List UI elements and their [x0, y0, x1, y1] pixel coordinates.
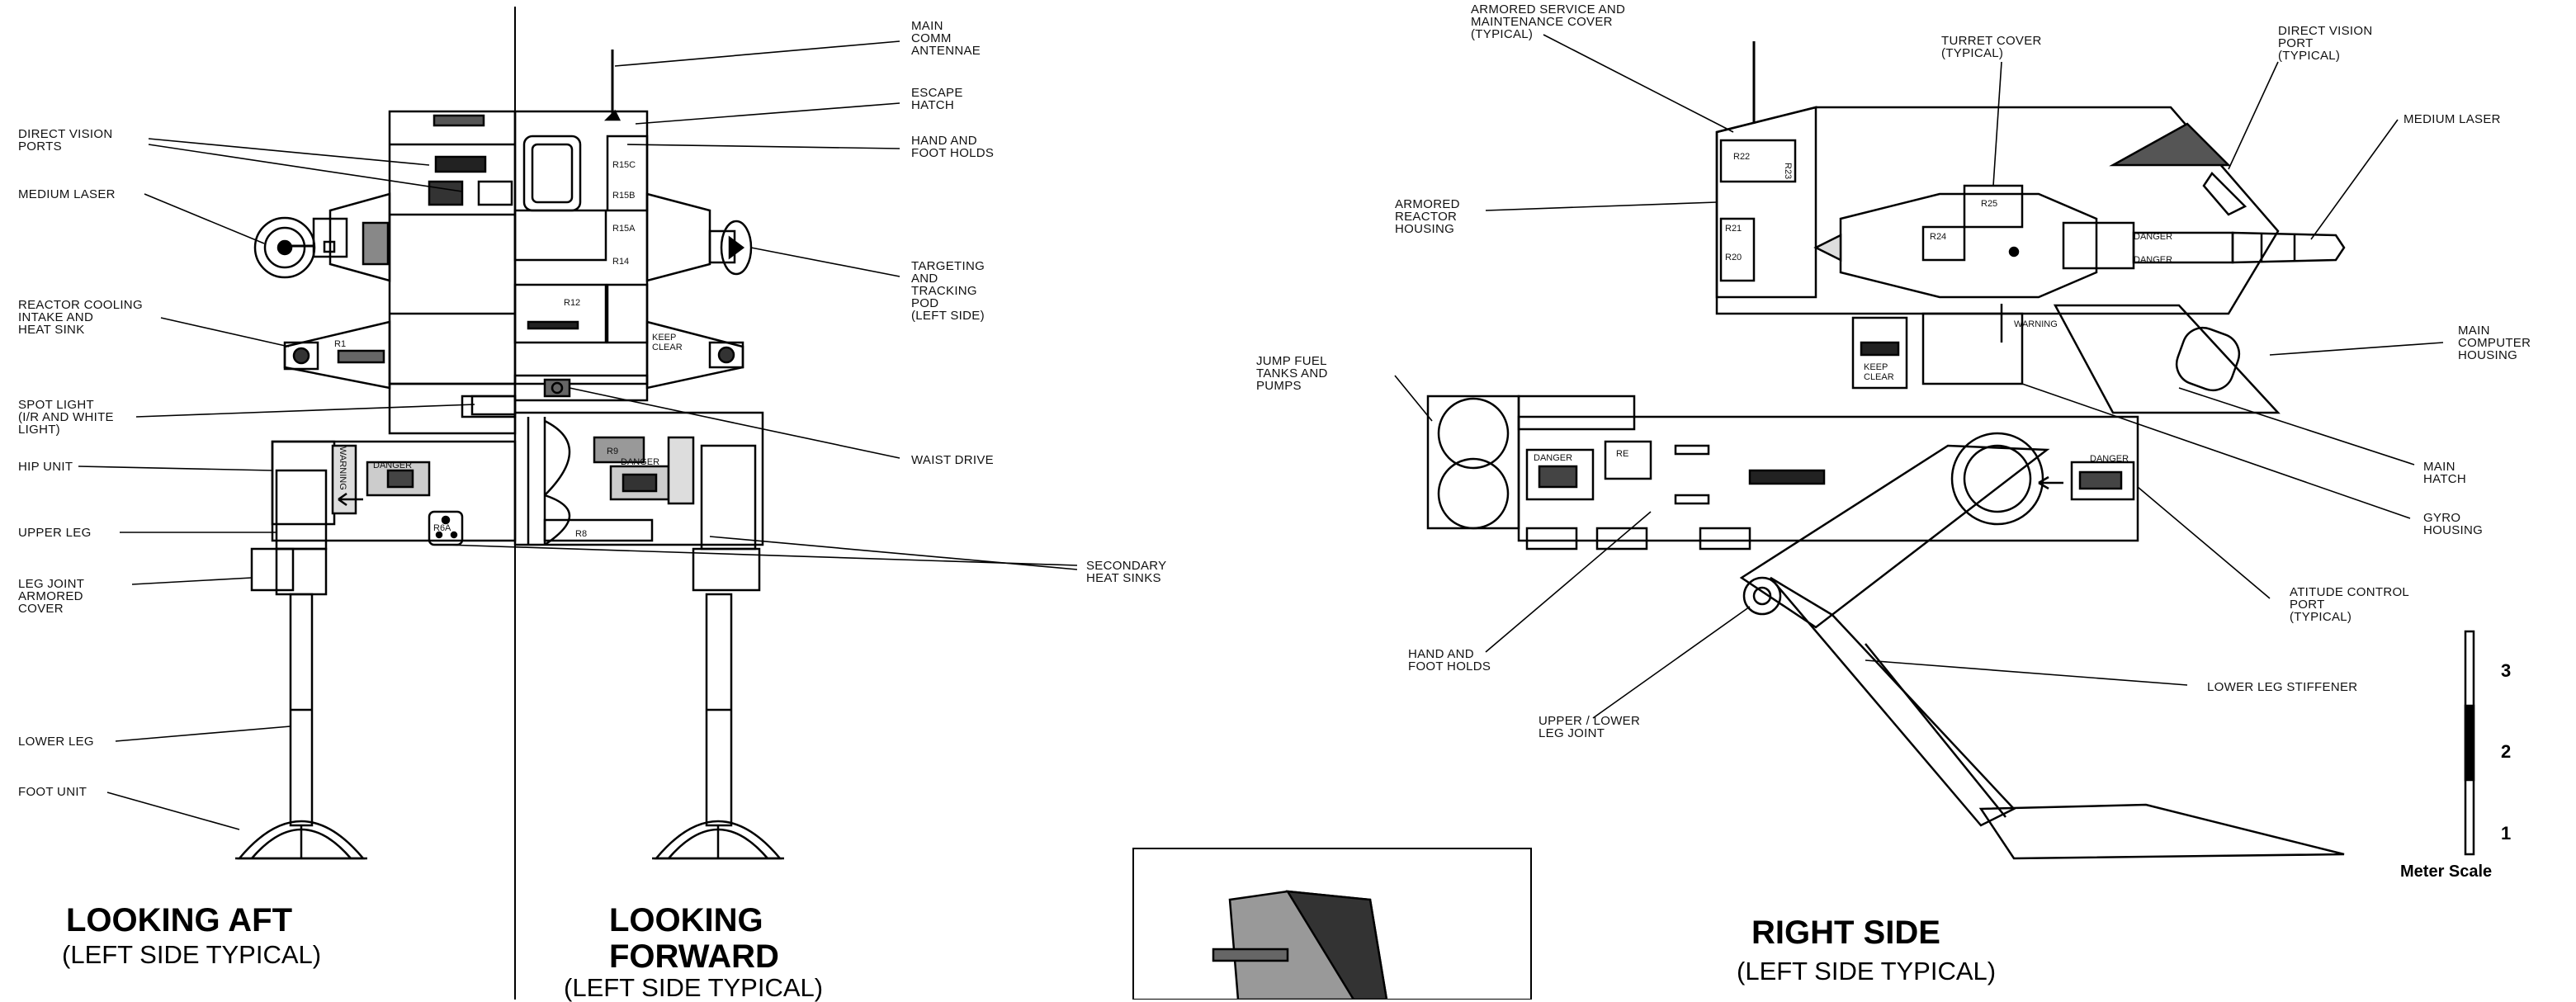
- aft-panel-r6a: R6A: [433, 523, 451, 533]
- side-panel-r23: R23: [1783, 163, 1793, 179]
- callout-reactor-cooling: REACTOR COOLING INTAKE AND HEAT SINK: [18, 298, 143, 337]
- side-panel-r20: R20: [1725, 253, 1742, 262]
- callout-medium-laser-right: MEDIUM LASER: [2403, 112, 2501, 126]
- subtitle-looking-forward: (LEFT SIDE TYPICAL): [564, 973, 824, 1002]
- side-turret: [1841, 194, 2096, 297]
- side-panel-danger-d: DANGER: [2134, 255, 2172, 265]
- inset-thumbnail: [1133, 848, 1531, 1000]
- callout-turret-cover: TURRET COVER (TYPICAL): [1941, 34, 2042, 60]
- fwd-panel-r8: R8: [575, 529, 587, 539]
- fwd-panel-r15a: R15A: [612, 224, 636, 234]
- callout-hip-unit: HIP UNIT: [18, 460, 73, 474]
- callout-armored-service-cover: ARMORED SERVICE AND MAINTENANCE COVER (T…: [1471, 2, 1626, 41]
- scale-title: Meter Scale: [2400, 863, 2493, 881]
- side-gyro-housing: [1923, 314, 2022, 384]
- subtitle-right-side: (LEFT SIDE TYPICAL): [1737, 957, 1997, 985]
- aft-upper-leg: [277, 470, 326, 549]
- side-upper-leg: [1742, 446, 2047, 627]
- aft-foot-unit: [239, 821, 363, 858]
- side-foot-unit: [1981, 805, 2344, 858]
- scale-mark-1: 1: [2501, 823, 2512, 844]
- scale-mark-3: 3: [2501, 660, 2512, 681]
- title-looking-forward: LOOKING FORWARD: [609, 902, 779, 975]
- aft-medium-laser: [255, 218, 314, 277]
- aft-vision-port-lower: [429, 182, 462, 205]
- title-looking-aft: LOOKING AFT: [66, 902, 293, 938]
- callout-hand-foot-holds-bottom: HAND AND FOOT HOLDS: [1408, 647, 1491, 674]
- callout-spot-light: SPOT LIGHT (I/R AND WHITE LIGHT): [18, 398, 114, 437]
- side-service-cover: [1721, 140, 1795, 182]
- aft-vision-port-upper: [436, 157, 485, 172]
- subtitle-looking-aft: (LEFT SIDE TYPICAL): [62, 940, 322, 969]
- side-hip-joint: [1952, 433, 2043, 524]
- title-right-side: RIGHT SIDE: [1751, 915, 1940, 951]
- side-knee-joint: [1744, 578, 1780, 614]
- side-hip-unit: [1519, 417, 2138, 541]
- side-vision-port: [2113, 124, 2229, 165]
- meter-scale-bar: [2465, 631, 2474, 854]
- side-panel-re: RE: [1616, 449, 1628, 459]
- aft-panel-danger: DANGER: [373, 461, 412, 470]
- fwd-foot-unit: [656, 821, 780, 858]
- aft-leg-joint-cover: [252, 549, 293, 590]
- aft-top-plate: [434, 116, 484, 125]
- fwd-panel-danger: DANGER: [621, 457, 659, 467]
- aft-view-mech: [235, 111, 515, 858]
- fwd-upper-leg: [702, 446, 755, 549]
- callout-direct-vision-port-right: DIRECT VISION PORT (TYPICAL): [2278, 24, 2373, 63]
- callout-waist-drive: WAIST DRIVE: [911, 453, 994, 467]
- side-computer-housing: [2055, 305, 2278, 413]
- callout-main-computer-housing: MAIN COMPUTER HOUSING: [2458, 324, 2531, 362]
- fwd-arm-mount: [647, 194, 710, 281]
- aft-spotlight: [472, 396, 515, 414]
- callout-secondary-heat-sinks: SECONDARY HEAT SINKS: [1086, 559, 1167, 585]
- fwd-panel-r15c: R15C: [612, 160, 636, 170]
- fwd-panel-r14: R14: [612, 257, 629, 267]
- side-view-mech: [1428, 41, 2344, 858]
- callout-main-comm-antennae: MAIN COMM ANTENNAE: [911, 19, 981, 58]
- callout-upper-leg: UPPER LEG: [18, 526, 92, 540]
- aft-panel-warning: WARNING: [338, 447, 347, 490]
- side-panel-warning: WARNING: [2014, 319, 2058, 329]
- callout-gyro-housing: GYRO HOUSING: [2423, 511, 2484, 537]
- fwd-panel-r12: R12: [564, 298, 580, 308]
- callout-main-hatch: MAIN HATCH: [2423, 460, 2467, 486]
- side-panel-danger-b: DANGER: [2090, 454, 2129, 464]
- callout-hand-foot-holds-top: HAND AND FOOT HOLDS: [911, 134, 995, 160]
- fwd-panel-r15b: R15B: [612, 191, 636, 201]
- aft-panel-r1: R1: [334, 339, 346, 349]
- callout-medium-laser-left: MEDIUM LASER: [18, 187, 116, 201]
- callout-attitude-control-port: ATITUDE CONTROL PORT (TYPICAL): [2290, 585, 2410, 624]
- leader-lines: [78, 35, 2443, 829]
- callout-targeting-pod: TARGETING AND TRACKING POD (LEFT SIDE): [911, 259, 985, 323]
- fwd-hip-unit: [515, 413, 763, 545]
- fwd-panel-r9: R9: [607, 447, 618, 456]
- side-panel-danger-a: DANGER: [1534, 453, 1572, 463]
- callout-direct-vision-ports: DIRECT VISION PORTS: [18, 127, 113, 154]
- callout-lower-leg-stiffener: LOWER LEG STIFFENER: [2207, 680, 2358, 694]
- scale-mark-2: 2: [2501, 741, 2512, 762]
- callout-upper-lower-leg-joint: UPPER / LOWER LEG JOINT: [1539, 714, 1641, 740]
- aft-arm-mount: [330, 194, 390, 281]
- callout-jump-fuel-tanks: JUMP FUEL TANKS AND PUMPS: [1256, 354, 1328, 393]
- forward-view-mech: [515, 50, 784, 858]
- side-panel-r25: R25: [1981, 199, 1997, 209]
- side-lower-leg: [1770, 578, 2014, 825]
- side-panel-danger-c: DANGER: [2134, 232, 2172, 242]
- side-panel-r24: R24: [1930, 232, 1946, 242]
- callout-lower-leg: LOWER LEG: [18, 735, 94, 749]
- callout-escape-hatch: ESCAPE HATCH: [911, 86, 963, 112]
- callout-armored-reactor-housing: ARMORED REACTOR HOUSING: [1395, 197, 1460, 236]
- side-panel-r21: R21: [1725, 224, 1742, 234]
- side-panel-r22: R22: [1733, 152, 1750, 162]
- aft-torso: [390, 111, 515, 384]
- callout-leg-joint-cover: LEG JOINT ARMORED COVER: [18, 577, 85, 616]
- callout-foot-unit: FOOT UNIT: [18, 785, 87, 799]
